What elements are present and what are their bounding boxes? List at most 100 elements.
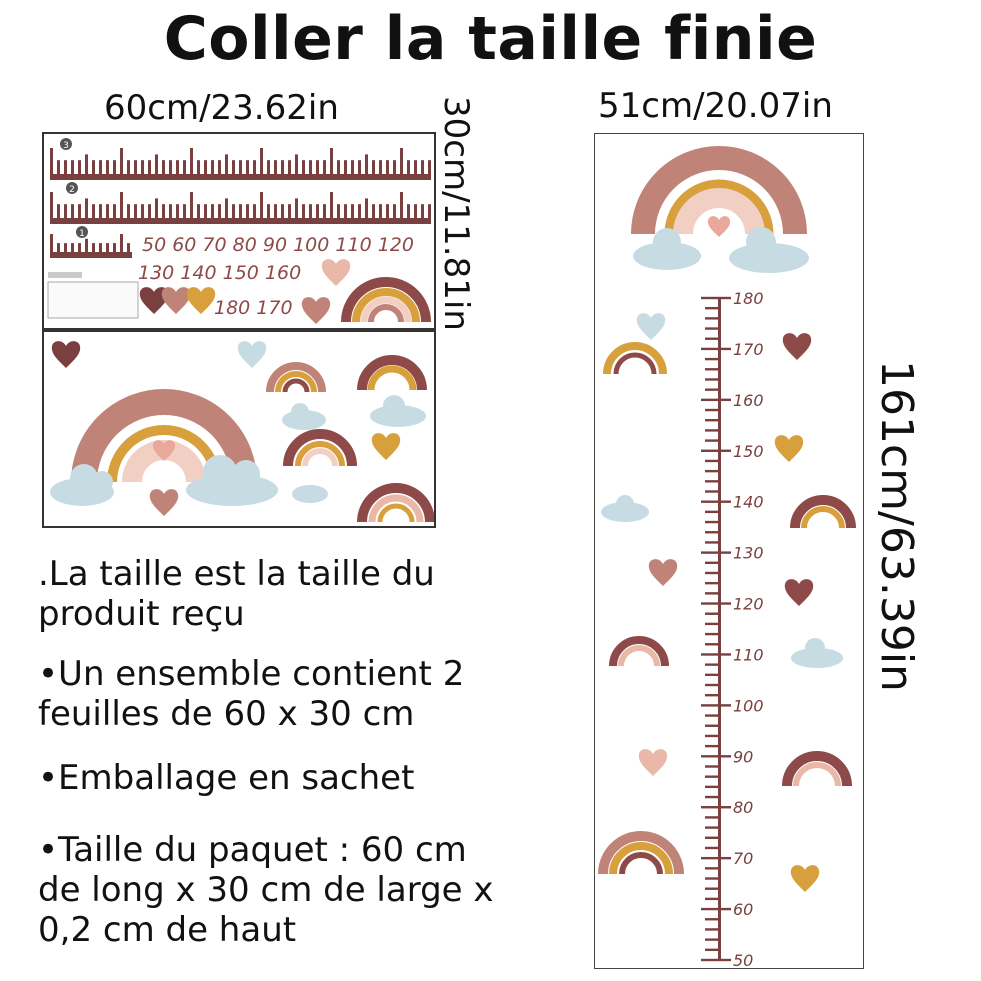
strip-badge-1 <box>76 226 88 238</box>
ruler-strip-tick <box>302 204 305 224</box>
ruler-tick <box>705 928 721 931</box>
ruler-strip-tick <box>211 160 214 180</box>
ruler-tick <box>705 612 721 615</box>
ruler-tick <box>701 653 721 656</box>
strip-number-2: 2 <box>69 185 75 195</box>
ruler-tick <box>705 592 721 595</box>
ruler-strip-tick <box>393 160 396 180</box>
rainbow-icon <box>603 342 667 375</box>
ruler-strip-tick <box>358 160 361 180</box>
ruler-label-dash <box>721 704 731 707</box>
ruler-strip-tick <box>204 160 207 180</box>
ruler-strip-tick <box>85 238 88 258</box>
ruler-strip-tick <box>232 204 235 224</box>
heart-icon <box>149 489 179 516</box>
ruler-tick <box>705 846 721 850</box>
cloud-icon <box>601 495 649 522</box>
ruler-strip-tick <box>337 204 340 224</box>
ruler-strip-tick <box>127 160 130 180</box>
ruler-strip-tick <box>330 192 333 224</box>
ruler-strip-tick <box>267 204 270 224</box>
ruler-strip-tick <box>351 204 354 224</box>
ruler-strip-tick <box>64 160 67 180</box>
ruler-label: 120 <box>733 595 764 614</box>
ruler-strip-tick <box>225 198 228 224</box>
ruler-strip-tick <box>323 204 326 224</box>
heart-icon <box>139 287 169 314</box>
ruler-strip-tick <box>78 243 81 258</box>
ruler-strip-tick <box>344 204 347 224</box>
ruler-strip-tick <box>57 204 60 224</box>
ruler-strip-tick <box>162 204 165 224</box>
ruler-strip-tick <box>50 192 53 224</box>
sheet-label-tag <box>48 272 82 278</box>
ruler-tick <box>705 469 721 473</box>
rainbow-icon <box>357 483 435 523</box>
ruler-strips <box>50 148 431 258</box>
ruler-strip-tick <box>106 204 109 224</box>
ruler-tick <box>705 897 721 901</box>
ruler-strip-tick <box>386 204 389 224</box>
sticker-sheet-2 <box>42 330 436 528</box>
heart-icon <box>371 433 401 460</box>
heart-icon <box>51 341 81 368</box>
ruler-strip-tick <box>386 160 389 180</box>
ruler-label: 50 <box>733 951 753 967</box>
ruler-strip-tick <box>323 160 326 180</box>
ruler-strip-tick <box>71 204 74 224</box>
ruler-strip-tick <box>169 204 172 224</box>
ruler-strip-tick <box>99 160 102 180</box>
ruler-tick <box>705 622 721 626</box>
ruler-strip-tick <box>400 148 403 180</box>
heart-icon <box>638 749 668 776</box>
ruler-strip-tick <box>127 243 130 258</box>
rainbow-icon <box>782 751 852 787</box>
ruler-label: 100 <box>733 696 764 715</box>
ruler-tick <box>705 368 721 371</box>
ruler-tick <box>701 856 721 860</box>
ruler-tick <box>705 775 721 778</box>
ruler-strip-tick <box>141 160 144 180</box>
rainbow-icon <box>341 277 431 323</box>
ruler-tick <box>705 877 721 880</box>
ruler-strip-tick <box>155 198 158 224</box>
ruler-strip-tick <box>421 160 424 180</box>
ruler-strip-tick <box>421 204 424 224</box>
cloud-icon <box>791 638 843 668</box>
ruler-label: 140 <box>733 493 764 512</box>
ruler-strip-tick <box>78 160 81 180</box>
heart-icon <box>774 435 804 462</box>
ruler-strip-tick <box>141 204 144 224</box>
ruler-strip-tick <box>85 154 88 180</box>
ruler-tick <box>705 357 721 361</box>
ruler-strip-tick <box>204 204 207 224</box>
ruler-label: 170 <box>733 340 764 359</box>
ruler-tick <box>705 531 721 534</box>
ruler-strip-tick <box>225 154 228 180</box>
cloud-icon <box>633 228 701 270</box>
strip-number-badges: 3 2 1 <box>60 138 88 239</box>
ruler-tick <box>705 520 721 524</box>
ruler-strip-tick <box>309 204 312 224</box>
ruler-strip-tick <box>260 192 263 224</box>
ruler-strip-base <box>50 252 132 258</box>
ruler-strip-tick <box>379 160 382 180</box>
chart-width-label: 51cm/20.07in <box>598 86 833 126</box>
ruler-strip-tick <box>246 204 249 224</box>
ruler-strip-tick <box>379 204 382 224</box>
info-package-size: •Taille du paquet : 60 cm de long x 30 c… <box>38 830 494 950</box>
ruler-label-dash <box>721 806 731 809</box>
ruler-strip-tick <box>414 160 417 180</box>
ruler-strip-tick <box>316 160 319 180</box>
ruler-strip-tick <box>302 160 305 180</box>
ruler-strip-tick <box>106 160 109 180</box>
ruler-strip-tick <box>281 204 284 224</box>
ruler-label-dash <box>721 755 731 758</box>
info-packaging: •Emballage en sachet <box>38 758 415 798</box>
ruler-strip-tick <box>211 204 214 224</box>
heart-icon <box>784 579 814 606</box>
ruler-strip-tick <box>372 160 375 180</box>
ruler-tick <box>701 398 721 402</box>
sheet-height-label: 30cm/11.81in <box>436 96 476 331</box>
ruler-label: 60 <box>733 900 753 919</box>
